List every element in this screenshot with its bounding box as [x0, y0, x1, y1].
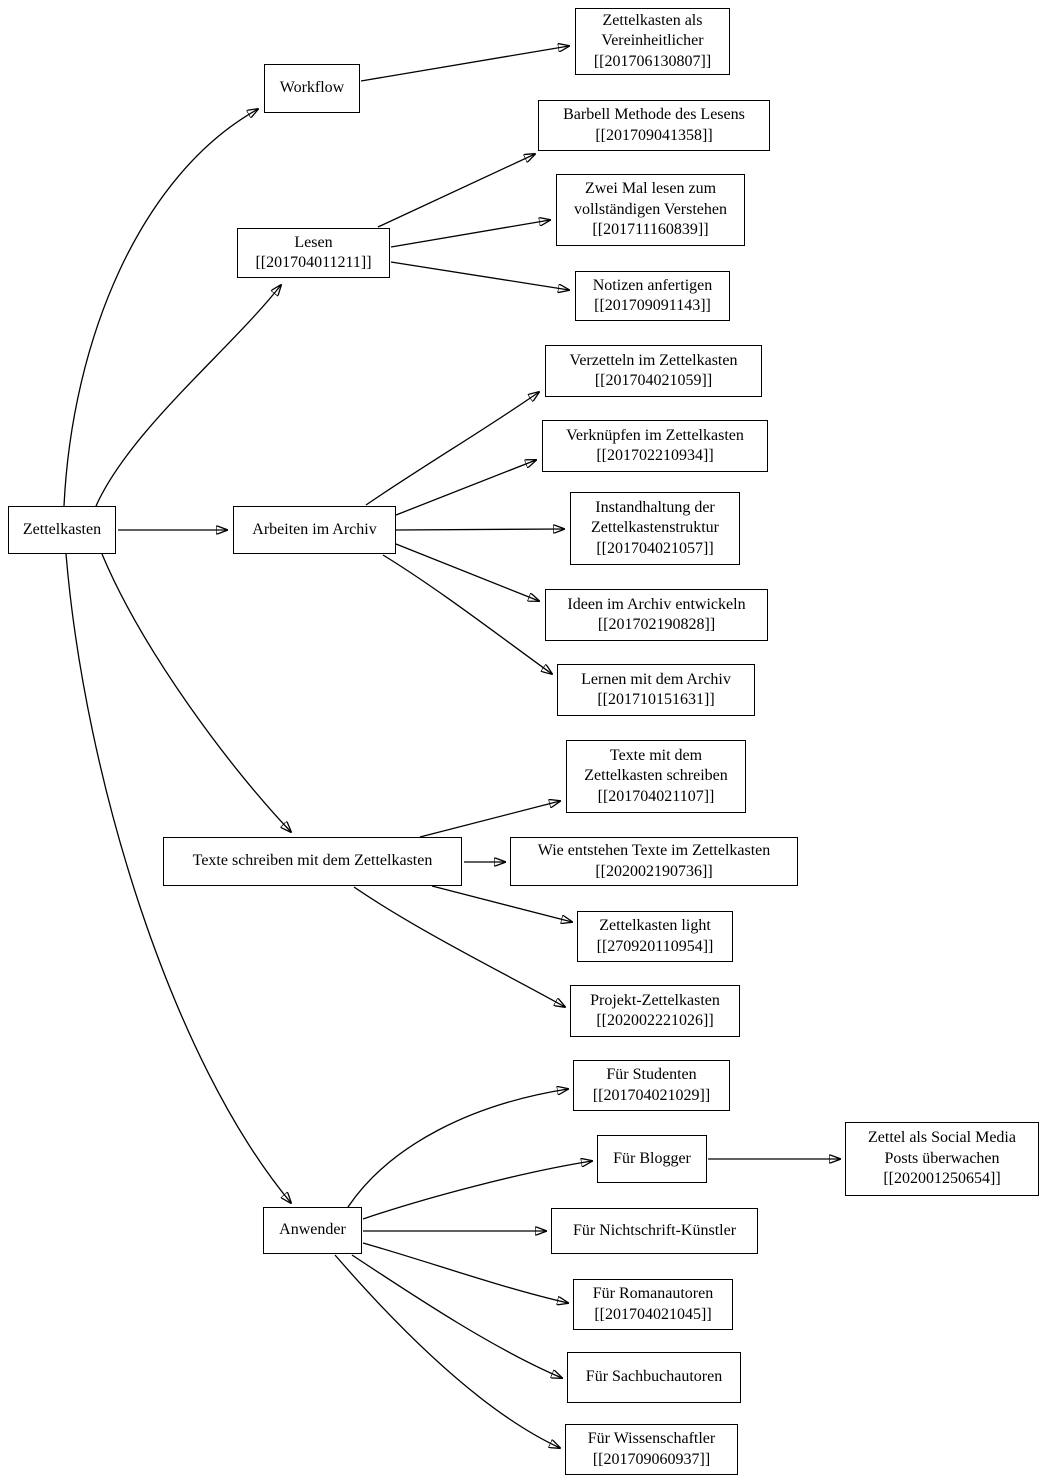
edge-anwender-wissenschaftler	[334, 1254, 560, 1448]
edge-anwender-sachbuch	[351, 1254, 562, 1378]
edge-zettelkasten-anwender	[65, 553, 291, 1203]
node-lernen: Lernen mit dem Archiv [[201710151631]]	[557, 664, 755, 716]
node-fuer-studenten: Für Studenten [[201704021029]]	[573, 1060, 730, 1111]
node-verknuepfen: Verknüpfen im Zettelkasten [[20170221093…	[542, 420, 768, 472]
edge-anwender-romanautoren	[362, 1242, 568, 1303]
node-ideen: Ideen im Archiv entwickeln [[20170219082…	[545, 589, 768, 641]
edge-texte-light	[431, 885, 572, 922]
node-zwei-mal: Zwei Mal lesen zum vollständigen Versteh…	[556, 174, 745, 246]
node-social-media: Zettel als Social Media Posts überwachen…	[845, 1122, 1039, 1196]
edge-texte-textemit	[419, 801, 560, 838]
edge-zettelkasten-workflow	[63, 109, 258, 507]
node-anwender: Anwender	[263, 1207, 362, 1254]
node-fuer-nichtschrift-kuenstler: Für Nichtschrift-Künstler	[551, 1208, 758, 1254]
node-fuer-blogger: Für Blogger	[597, 1135, 707, 1183]
node-lesen: Lesen [[201704011211]]	[237, 228, 390, 278]
edge-zettelkasten-lesen	[95, 285, 281, 507]
edge-lesen-barbell	[377, 154, 535, 228]
node-texte-mit-dem: Texte mit dem Zettelkasten schreiben [[2…	[566, 740, 746, 813]
node-fuer-romanautoren: Für Romanautoren [[201704021045]]	[573, 1279, 733, 1330]
edge-workflow-vereinheitlicher	[360, 46, 569, 82]
node-wie-entstehen: Wie entstehen Texte im Zettelkasten [[20…	[510, 837, 798, 886]
edge-arbeiten-verknuepfen	[395, 460, 536, 516]
node-verzetteln: Verzetteln im Zettelkasten [[20170402105…	[545, 345, 762, 397]
edge-lesen-zweimal	[390, 220, 550, 248]
node-zettelkasten-light: Zettelkasten light [[270920110954]]	[577, 911, 733, 962]
edge-lesen-notizen	[390, 261, 569, 290]
edge-arbeiten-lernen	[382, 554, 552, 674]
edge-texte-projekt	[353, 886, 565, 1007]
node-fuer-sachbuchautoren: Für Sachbuchautoren	[567, 1352, 741, 1403]
edge-arbeiten-instandhaltung	[395, 529, 564, 530]
node-projekt: Projekt-Zettelkasten [[202002221026]]	[570, 985, 740, 1037]
edge-arbeiten-verzetteln	[365, 392, 539, 506]
node-texte-schreiben: Texte schreiben mit dem Zettelkasten	[163, 837, 462, 886]
edge-anwender-studenten	[347, 1089, 568, 1208]
node-fuer-wissenschaftler: Für Wissenschaftler [[201709060937]]	[565, 1424, 738, 1475]
edge-zettelkasten-texte-schreiben	[101, 553, 291, 832]
edge-anwender-blogger	[362, 1161, 592, 1220]
node-notizen: Notizen anfertigen [[201709091143]]	[575, 271, 730, 321]
node-vereinheitlicher: Zettelkasten als Vereinheitlicher [[2017…	[575, 8, 730, 75]
node-instandhaltung: Instandhaltung der Zettelkastenstruktur …	[570, 492, 740, 565]
node-arbeiten-im-archiv: Arbeiten im Archiv	[233, 506, 396, 554]
node-workflow: Workflow	[264, 64, 360, 113]
node-barbell: Barbell Methode des Lesens [[20170904135…	[538, 100, 770, 151]
edge-arbeiten-ideen	[395, 543, 539, 601]
node-zettelkasten: Zettelkasten	[8, 506, 116, 554]
